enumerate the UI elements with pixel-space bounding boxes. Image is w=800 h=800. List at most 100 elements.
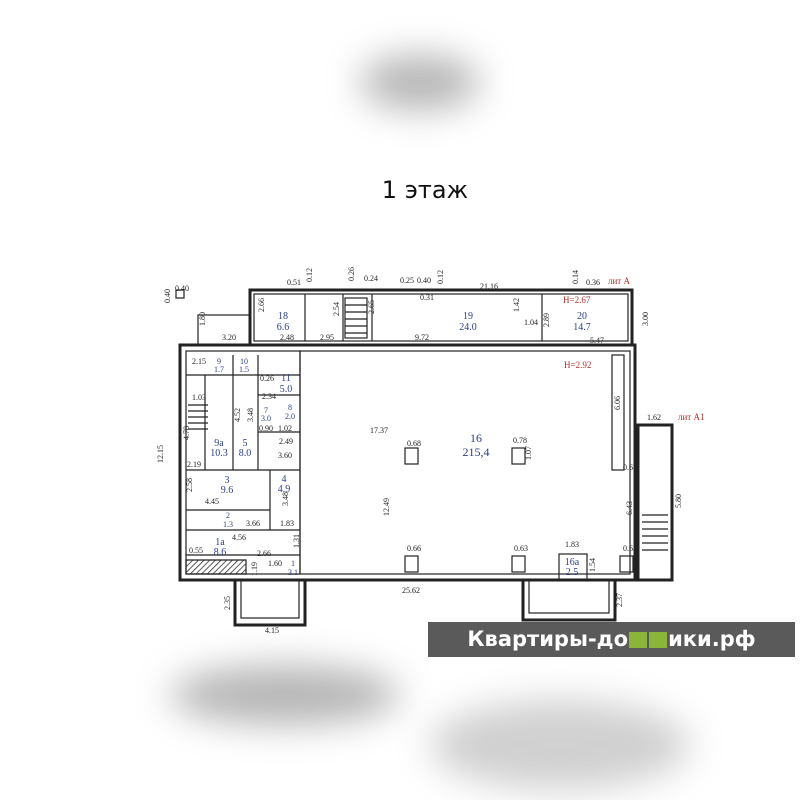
dimension-label: 2.37 <box>615 593 624 607</box>
dimension-label: 2.49 <box>279 437 293 446</box>
dimension-label: 2.15 <box>192 357 206 366</box>
room-number: 16 <box>470 431 482 445</box>
floor-title: 1 этаж <box>381 176 469 204</box>
dimension-label: 1.54 <box>588 558 597 572</box>
label-height-a: H=2.67 <box>563 295 591 305</box>
dimension-label: 0.66 <box>407 544 421 553</box>
dimension-label: 0.55 <box>189 546 203 555</box>
dimension-label: 6.43 <box>625 501 634 515</box>
dimension-label: 17.37 <box>370 426 388 435</box>
dimension-label: 0.51 <box>287 278 301 287</box>
room-area: 6.6 <box>277 322 290 333</box>
room-area: 3.0 <box>261 414 271 423</box>
dimension-label: 0.12 <box>305 268 314 282</box>
dimension-label: 1.60 <box>268 559 282 568</box>
dimension-label: 0.62 <box>623 544 637 553</box>
walls <box>175 288 674 627</box>
dimension-label: 1.83 <box>565 540 579 549</box>
dimension-label: 1.42 <box>512 298 521 312</box>
room-number: 19 <box>463 311 473 322</box>
dimension-label: 4.15 <box>265 626 279 635</box>
dimension-label: 1.04 <box>524 318 538 327</box>
room-area: 2.5 <box>566 567 579 578</box>
dimension-label: 0.12 <box>436 270 445 284</box>
dimension-label: 0.78 <box>513 436 527 445</box>
dimension-label: 2.48 <box>280 333 294 342</box>
dimension-label: 2.35 <box>223 596 232 610</box>
dimension-label: 0.63 <box>514 544 528 553</box>
dimension-label: 1.19 <box>250 562 259 576</box>
dimension-label: 3.60 <box>278 451 292 460</box>
blurred-shape-top <box>360 55 480 110</box>
room-number: 8 <box>288 403 292 412</box>
dimension-label: 2.34 <box>262 392 276 401</box>
room-number: 7 <box>264 406 268 415</box>
room-number: 9a <box>214 438 224 449</box>
dimension-label: 4.56 <box>232 533 246 542</box>
dimension-label: 2.19 <box>187 460 201 469</box>
dimension-label: 2.66 <box>257 298 266 312</box>
room-area: 8.0 <box>239 448 252 459</box>
dimension-label: 0.31 <box>420 293 434 302</box>
dimension-label: 5.80 <box>674 494 683 508</box>
dimension-label: 0.68 <box>407 439 421 448</box>
dimension-label: 9.72 <box>415 333 429 342</box>
blurred-shape-bottom-left <box>170 665 400 725</box>
room-area: 3.1 <box>288 568 298 577</box>
dimension-label: 0.14 <box>571 270 580 284</box>
dimension-label: 5.47 <box>590 336 604 345</box>
room-area: 9.6 <box>221 485 234 496</box>
room-area: 2.0 <box>285 412 295 421</box>
house-icon <box>649 632 668 648</box>
room-number: 1 <box>291 559 295 568</box>
room-area: 1.7 <box>214 365 224 374</box>
dimension-label: 4.52 <box>233 408 242 422</box>
dimension-label: 4.45 <box>205 497 219 506</box>
dimension-label: 3.66 <box>246 519 260 528</box>
dimension-label: 2.66 <box>257 549 271 558</box>
dimension-label: 0.40 <box>175 284 189 293</box>
dimension-label: 21.16 <box>480 282 498 291</box>
room-area: 14.7 <box>573 322 591 333</box>
room-number: 10 <box>240 357 248 366</box>
label-lit-a: лит А <box>608 276 630 286</box>
room-area: 1.3 <box>223 520 233 529</box>
dimension-label: 2.89 <box>542 313 551 327</box>
dimension-label: 1.80 <box>198 312 207 326</box>
room-area: 24.0 <box>459 322 477 333</box>
stairs <box>185 297 668 575</box>
dimension-label: 1.62 <box>647 413 661 422</box>
dimension-label: 3.00 <box>641 312 650 326</box>
dimension-label: 2.54 <box>332 302 341 316</box>
room-area: 10.3 <box>210 448 228 459</box>
dimension-label: 1.02 <box>278 424 292 433</box>
dimension-label: 1.83 <box>280 519 294 528</box>
room-number: 4 <box>282 474 287 485</box>
dimension-label: 2.65 <box>367 300 376 314</box>
dimension-label: 0.36 <box>586 278 600 287</box>
dimension-label: 0.26 <box>260 374 274 383</box>
label-height-main: H=2.92 <box>564 360 591 370</box>
dimension-label: 3.48 <box>281 492 290 506</box>
dimension-label: 0.40 <box>417 276 431 285</box>
house-icon <box>629 632 648 648</box>
dimension-label: 12.49 <box>382 498 391 516</box>
room-number: 3 <box>225 475 230 486</box>
dimension-label: 0.26 <box>347 267 356 281</box>
room-area: 1.5 <box>239 365 249 374</box>
room-number: 18 <box>278 311 288 322</box>
label-lit-a1: лит А1 <box>678 412 705 422</box>
blurred-shape-bottom-right <box>430 700 690 790</box>
room-number: 1a <box>215 537 225 548</box>
dimension-label: 1.31 <box>292 534 301 548</box>
room-number: 5 <box>243 438 248 449</box>
room-number: 2 <box>226 511 230 520</box>
watermark-text-start: Квартиры-до <box>467 627 629 651</box>
room-area: 215,4 <box>463 445 490 459</box>
room-area: 8.6 <box>214 547 227 558</box>
room-number: 11 <box>281 373 291 384</box>
